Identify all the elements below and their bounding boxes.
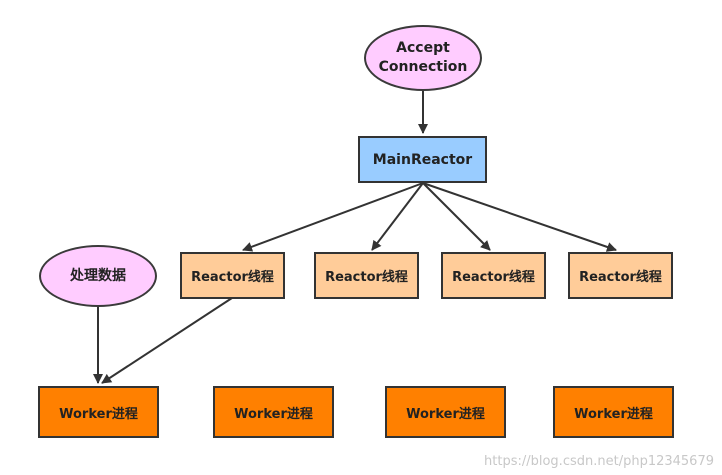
process-data-label: 处理数据 [70,267,126,284]
reactor-node-4: Reactor线程 [568,252,673,299]
reactor-label: Reactor线程 [452,270,535,285]
main-reactor-label: MainReactor [372,151,473,168]
arrow-mainreactor-to-reactor-2 [371,182,424,251]
watermark-text: https://blog.csdn.net/php12345679 [484,454,714,469]
worker-node-1: Worker进程 [38,386,159,438]
reactor-node-3: Reactor线程 [441,252,546,299]
worker-label: Worker进程 [574,406,653,422]
reactor-node-2: Reactor线程 [314,252,419,299]
worker-node-2: Worker进程 [213,386,334,438]
worker-node-3: Worker进程 [385,386,506,438]
arrow-mainreactor-to-reactor-1 [242,182,424,252]
reactor-label: Reactor线程 [191,270,274,285]
worker-node-4: Worker进程 [553,386,674,438]
process-data-node: 处理数据 [39,245,157,307]
arrow-mainreactor-to-reactor-3 [422,182,491,251]
worker-label: Worker进程 [234,406,313,422]
worker-label: Worker进程 [59,406,138,422]
main-reactor-node: MainReactor [358,136,487,183]
accept-connection-label: Accept Connection [379,39,468,77]
reactor-label: Reactor线程 [579,270,662,285]
accept-connection-line2: Connection [378,59,468,75]
accept-connection-node: Accept Connection [364,25,482,91]
arrow-reactor-1-to-worker-1 [101,297,233,384]
arrow-mainreactor-to-reactor-4 [422,182,617,252]
reactor-node-1: Reactor线程 [180,252,285,299]
accept-connection-line1: Accept [396,40,450,56]
worker-label: Worker进程 [406,406,485,422]
reactor-label: Reactor线程 [325,270,408,285]
